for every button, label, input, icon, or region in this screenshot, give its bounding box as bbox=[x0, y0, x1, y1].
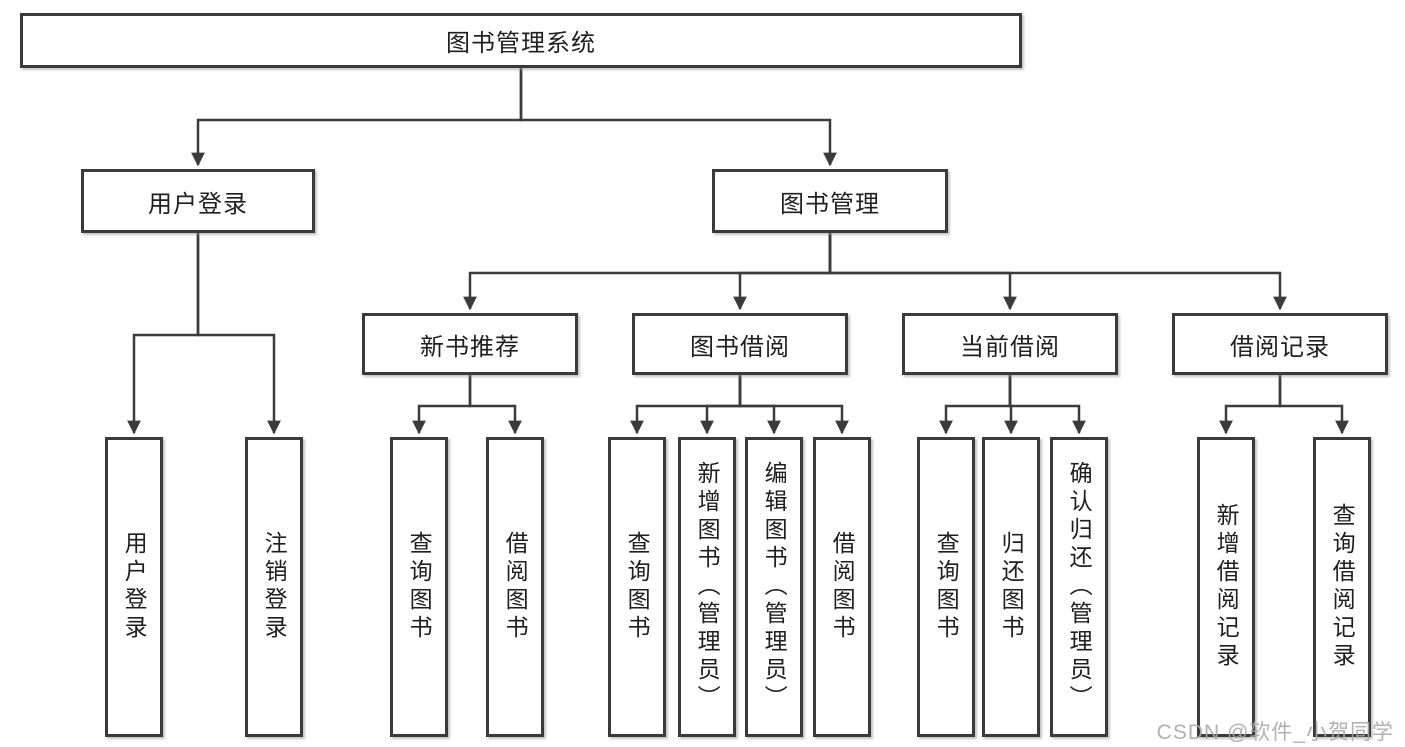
leaf-label: 新增借阅记录 bbox=[1213, 503, 1240, 671]
leaf-query-book-current: 查询图书 bbox=[917, 437, 975, 737]
leaf-label: 查询借阅记录 bbox=[1329, 503, 1356, 671]
leaf-confirm-return-admin: 确认归还（管理员） bbox=[1050, 437, 1108, 737]
leaf-label: 注销登录 bbox=[261, 531, 288, 643]
leaf-query-borrow-record: 查询借阅记录 bbox=[1313, 437, 1371, 737]
leaf-logout: 注销登录 bbox=[245, 437, 303, 737]
leaf-add-borrow-record: 新增借阅记录 bbox=[1197, 437, 1255, 737]
leaf-return-book: 归还图书 bbox=[982, 437, 1040, 737]
leaf-label: 编辑图书（管理员） bbox=[761, 461, 788, 713]
leaf-label: 查询图书 bbox=[406, 531, 433, 643]
node-book-management: 图书管理 bbox=[712, 169, 948, 233]
node-root-system: 图书管理系统 bbox=[20, 13, 1022, 68]
node-book-borrow: 图书借阅 bbox=[632, 313, 848, 375]
leaf-label: 用户登录 bbox=[121, 531, 148, 643]
leaf-label: 查询图书 bbox=[933, 531, 960, 643]
node-new-book-recommend: 新书推荐 bbox=[362, 313, 578, 375]
node-borrow-record: 借阅记录 bbox=[1172, 313, 1388, 375]
leaf-label: 新增图书（管理员） bbox=[694, 461, 721, 713]
leaf-add-book-admin: 新增图书（管理员） bbox=[678, 437, 736, 737]
leaf-borrow-book: 借阅图书 bbox=[813, 437, 871, 737]
leaf-label: 借阅图书 bbox=[829, 531, 856, 643]
leaf-edit-book-admin: 编辑图书（管理员） bbox=[745, 437, 803, 737]
leaf-label: 借阅图书 bbox=[502, 531, 529, 643]
node-user-login: 用户登录 bbox=[81, 169, 315, 233]
leaf-query-book-recommend: 查询图书 bbox=[390, 437, 448, 737]
csdn-watermark: CSDN @软件_小贺同学 bbox=[1156, 721, 1394, 744]
leaf-label: 查询图书 bbox=[624, 531, 651, 643]
leaf-query-book-borrow: 查询图书 bbox=[608, 437, 666, 737]
leaf-user-login: 用户登录 bbox=[105, 437, 163, 737]
leaf-borrow-book-recommend: 借阅图书 bbox=[486, 437, 544, 737]
leaf-label: 确认归还（管理员） bbox=[1066, 461, 1093, 713]
node-current-borrow: 当前借阅 bbox=[902, 313, 1118, 375]
leaf-label: 归还图书 bbox=[998, 531, 1025, 643]
